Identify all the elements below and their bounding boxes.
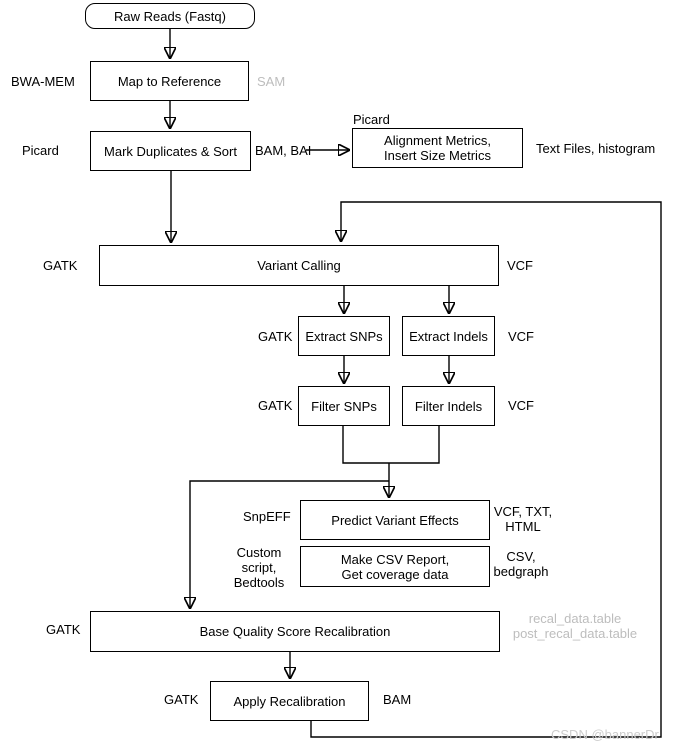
output-label-csv-line2: bedgraph: [493, 564, 549, 579]
arrow-branch-to-bqsr: [190, 480, 389, 608]
node-variant-calling-label: Variant Calling: [257, 258, 341, 273]
output-label-vcf-txt-line1: VCF, TXT,: [493, 504, 553, 519]
node-make-csv-report-label-line1: Make CSV Report,: [340, 551, 450, 567]
node-predict-variant-effects: Predict Variant Effects: [300, 500, 490, 540]
node-extract-indels: Extract Indels: [402, 316, 495, 356]
output-label-bam: BAM: [383, 692, 412, 707]
output-label-bam-bai: BAM, BAI: [255, 143, 312, 158]
node-mark-duplicates-sort: Mark Duplicates & Sort: [90, 131, 251, 171]
output-label-recal-tables: recal_data.table post_recal_data.table: [505, 611, 645, 641]
node-filter-snps: Filter SNPs: [298, 386, 390, 426]
tool-label-gatk-variant-calling: GATK: [43, 258, 78, 273]
tool-label-bwa-mem: BWA-MEM: [11, 74, 75, 89]
node-raw-reads-label: Raw Reads (Fastq): [114, 8, 226, 24]
node-alignment-metrics-label-line1: Alignment Metrics,: [384, 133, 491, 148]
output-label-recal-line1: recal_data.table: [528, 611, 622, 626]
output-label-vcf-variant-calling: VCF: [507, 258, 533, 273]
node-variant-calling: Variant Calling: [99, 245, 499, 286]
output-label-sam: SAM: [257, 74, 286, 89]
tool-label-custom-line2: script,: [241, 560, 277, 575]
node-apply-recalibration: Apply Recalibration: [210, 681, 369, 721]
output-label-csv-line1: CSV,: [506, 549, 536, 564]
node-map-to-reference: Map to Reference: [90, 61, 249, 101]
node-alignment-metrics-label-line2: Insert Size Metrics: [384, 148, 491, 163]
tool-label-gatk-bqsr: GATK: [46, 622, 81, 637]
node-bqsr-label: Base Quality Score Recalibration: [199, 624, 391, 639]
output-label-recal-line2: post_recal_data.table: [512, 626, 638, 641]
output-label-csv-bedgraph: CSV, bedgraph: [490, 549, 552, 579]
tool-label-custom-line1: Custom: [236, 545, 282, 560]
node-make-csv-report-label-line2: Get coverage data: [341, 566, 449, 582]
node-map-to-reference-label: Map to Reference: [117, 73, 222, 89]
tool-label-gatk-extract: GATK: [258, 329, 293, 344]
node-alignment-metrics: Alignment Metrics, Insert Size Metrics: [352, 128, 523, 168]
node-base-quality-score-recalibration: Base Quality Score Recalibration: [90, 611, 500, 652]
output-label-text-files-histogram: Text Files, histogram: [536, 141, 656, 156]
tool-label-custom-script-bedtools: Custom script, Bedtools: [227, 545, 291, 590]
tool-label-snpeff: SnpEFF: [243, 509, 291, 524]
node-raw-reads: Raw Reads (Fastq): [85, 3, 255, 29]
tool-label-picard-markdup: Picard: [22, 143, 59, 158]
node-filter-indels: Filter Indels: [402, 386, 495, 426]
node-apply-recalibration-label: Apply Recalibration: [233, 693, 346, 709]
tool-label-custom-line3: Bedtools: [233, 575, 285, 590]
node-extract-snps: Extract SNPs: [298, 316, 390, 356]
output-label-vcf-txt-html: VCF, TXT, HTML: [490, 504, 556, 534]
tool-label-picard-metrics: Picard: [353, 112, 390, 127]
arrow-recal-loop-to-variantcalling: [310, 201, 662, 738]
node-make-csv-report: Make CSV Report, Get coverage data: [300, 546, 490, 587]
node-filter-indels-label: Filter Indels: [414, 398, 483, 414]
node-filter-snps-label: Filter SNPs: [311, 398, 377, 414]
node-predict-variant-effects-label: Predict Variant Effects: [331, 512, 459, 528]
output-label-vcf-txt-line2: HTML: [505, 519, 541, 534]
tool-label-gatk-filter: GATK: [258, 398, 293, 413]
connector-filter-join: [342, 425, 440, 464]
node-extract-indels-label: Extract Indels: [409, 328, 488, 344]
output-label-vcf-filter: VCF: [508, 398, 534, 413]
node-mark-duplicates-sort-label: Mark Duplicates & Sort: [104, 143, 237, 159]
tool-label-gatk-apply-recal: GATK: [164, 692, 199, 707]
node-extract-snps-label: Extract SNPs: [305, 328, 383, 344]
output-label-vcf-extract: VCF: [508, 329, 534, 344]
watermark-text: CSDN @bannerDr: [551, 727, 659, 742]
